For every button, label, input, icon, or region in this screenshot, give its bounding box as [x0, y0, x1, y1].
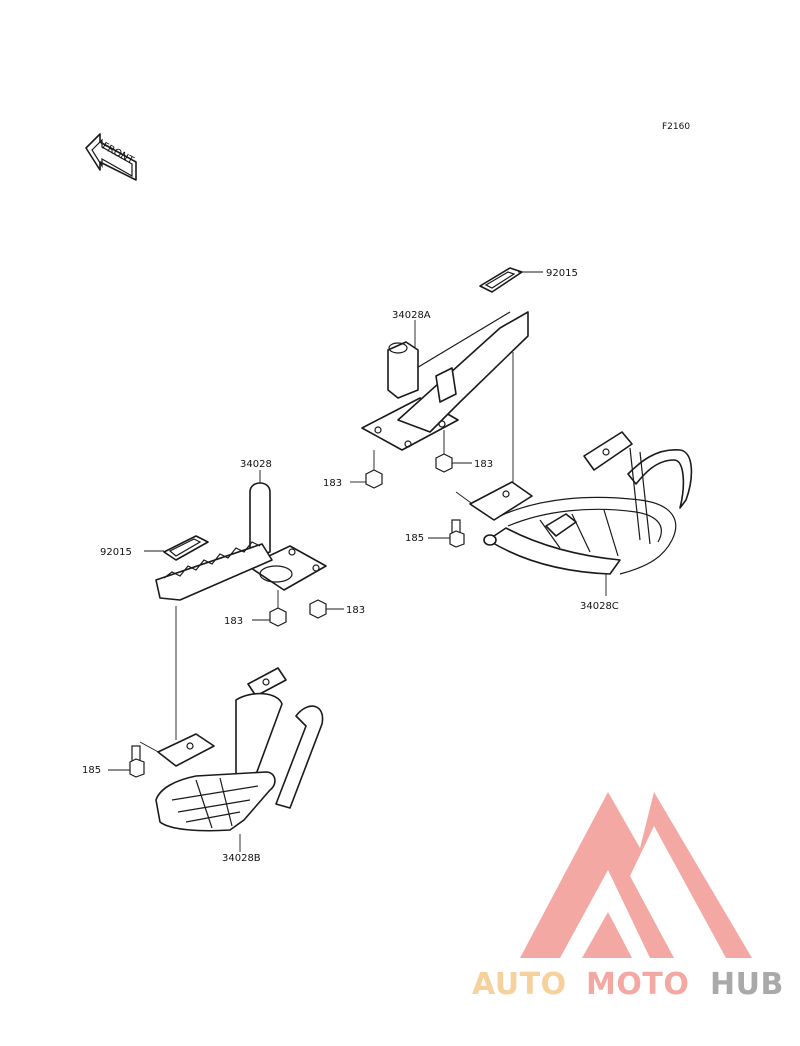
- watermark-auto: AUTO: [472, 967, 567, 1002]
- bolt-183-c: [252, 590, 287, 627]
- callout-183-c: 183: [224, 616, 243, 627]
- callout-92015-left: 92015: [100, 547, 132, 558]
- automotohub-logo: AUTO MOTO HUB: [472, 792, 784, 1002]
- figure-code: F2160: [662, 122, 690, 132]
- bolt-185-right: [428, 519, 465, 548]
- footpeg-rubber-right: [479, 267, 543, 293]
- callout-183-a: 183: [323, 478, 342, 489]
- guard-34028B: [139, 667, 324, 852]
- front-arrow-icon: FRONT: [85, 133, 137, 181]
- automotohub-logo-mark-icon: [520, 792, 752, 958]
- footpeg-bracket-34028: [155, 470, 327, 601]
- callout-34028A: 34028A: [392, 310, 431, 321]
- callout-34028B: 34028B: [222, 853, 261, 864]
- callout-34028C: 34028C: [580, 601, 619, 612]
- callout-185-right: 185: [405, 533, 424, 544]
- bolt-183-a: [350, 450, 383, 489]
- callout-185-left: 185: [82, 765, 101, 776]
- footpeg-bracket-34028A: [361, 311, 529, 451]
- callout-183-b: 183: [474, 459, 493, 470]
- bolt-183-d: [309, 599, 344, 619]
- watermark-hub: HUB: [710, 967, 784, 1002]
- callout-183-d: 183: [346, 605, 365, 616]
- guard-34028C: [455, 431, 693, 596]
- footpeg-rubber-left: [144, 535, 209, 561]
- bolt-185-left: [108, 745, 145, 778]
- callout-92015-right: 92015: [546, 268, 578, 279]
- bolt-183-b: [435, 430, 472, 473]
- watermark-moto: MOTO: [586, 967, 689, 1002]
- callout-34028: 34028: [240, 459, 272, 470]
